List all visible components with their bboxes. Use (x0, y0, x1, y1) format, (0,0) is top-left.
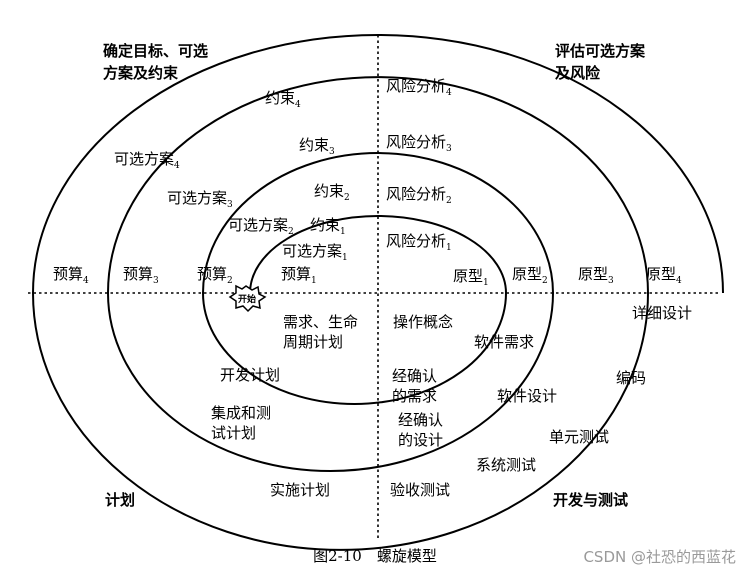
prototype-3: 原型3 (578, 265, 614, 286)
plan-lifecycle-line2: 周期计划 (283, 333, 343, 351)
budget-4: 预算4 (53, 265, 89, 286)
coding: 编码 (616, 369, 646, 387)
alternative-2: 可选方案2 (228, 216, 294, 237)
alternative-3: 可选方案3 (167, 189, 233, 210)
figure-caption: 图2-10 螺旋模型 (313, 547, 437, 565)
risk-analysis-3: 风险分析3 (386, 133, 452, 154)
constraint-4: 约束4 (265, 89, 301, 110)
spiral-loop-4 (31, 34, 724, 551)
start-burst (228, 284, 267, 313)
risk-analysis-4: 风险分析4 (386, 77, 452, 98)
software-design: 软件设计 (497, 387, 557, 405)
plan-lifecycle-line1: 需求、生命 (283, 313, 358, 331)
prototype-1: 原型1 (453, 267, 489, 288)
system-test: 系统测试 (476, 456, 536, 474)
constraint-1: 约束1 (310, 216, 346, 237)
unit-test: 单元测试 (549, 428, 609, 446)
spiral-loop-2 (201, 152, 554, 405)
acceptance-test: 验收测试 (390, 481, 450, 499)
validated-requirements-line1: 经确认 (392, 367, 437, 385)
budget-3: 预算3 (123, 265, 159, 286)
validated-design-line2: 的设计 (398, 431, 443, 449)
alternative-1: 可选方案1 (282, 242, 348, 263)
quadrant-bottom-left: 计划 (105, 491, 135, 509)
quadrant-bottom-right: 开发与测试 (553, 491, 628, 509)
budget-1: 预算1 (281, 265, 317, 286)
alternative-4: 可选方案4 (114, 150, 180, 171)
risk-analysis-2: 风险分析2 (386, 185, 452, 206)
plan-development: 开发计划 (220, 366, 280, 384)
plan-integration-line1: 集成和测 (211, 404, 271, 422)
quadrant-top-right-line2: 及风险 (555, 64, 601, 82)
quadrant-top-left-line2: 方案及约束 (103, 64, 179, 82)
quadrant-top-left-line1: 确定目标、可选 (103, 42, 208, 60)
risk-analysis-1: 风险分析1 (386, 232, 452, 253)
validated-design-line1: 经确认 (398, 411, 443, 429)
prototype-2: 原型2 (512, 265, 548, 286)
watermark: CSDN @社恐的西蓝花 (583, 548, 736, 566)
detailed-design: 详细设计 (632, 304, 692, 322)
prototype-4: 原型4 (646, 265, 682, 286)
operation-concept: 操作概念 (393, 313, 453, 331)
start-label: 开始 (238, 293, 256, 305)
constraint-3: 约束3 (299, 136, 335, 157)
plan-integration-line2: 试计划 (211, 424, 256, 442)
constraint-2: 约束2 (314, 182, 350, 203)
budget-2: 预算2 (197, 265, 233, 286)
quadrant-top-right-line1: 评估可选方案 (555, 42, 646, 60)
plan-implementation: 实施计划 (270, 481, 330, 499)
spiral-loop-1 (249, 214, 507, 294)
validated-requirements-line2: 的需求 (392, 387, 437, 405)
software-requirements: 软件需求 (474, 333, 534, 351)
spiral-loop-3 (106, 76, 649, 472)
